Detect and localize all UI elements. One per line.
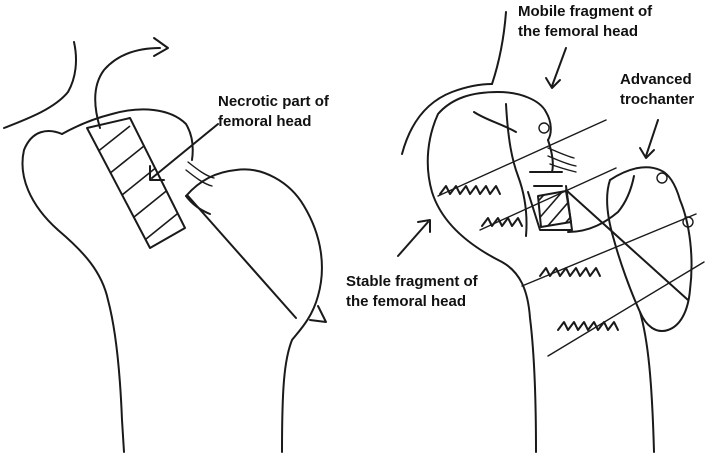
label-advanced: Advanced trochanter (620, 70, 694, 110)
advanced-leader-head (639, 147, 655, 159)
label-stable: Stable fragment of the femoral head (346, 272, 478, 312)
left-acetabulum (3, 41, 77, 129)
right-acetabulum-upper (491, 11, 507, 85)
right-shaft-lower (639, 311, 655, 453)
screw-thread-3 (539, 267, 601, 277)
right-head-pin (538, 122, 550, 134)
necrotic-leader (151, 123, 219, 179)
right-trochanter-split (565, 189, 689, 301)
right-acetabulum (401, 83, 493, 155)
right-wedge-hatch (538, 191, 571, 227)
label-stable-line-1: Stable fragment of (346, 273, 478, 290)
left-rotation-arrowhead (153, 37, 169, 57)
left-cut-mark-1 (187, 161, 215, 179)
right-cut-mark-1 (547, 147, 575, 159)
right-head-split (473, 111, 517, 133)
label-stable-line-2: the femoral head (346, 293, 467, 310)
left-necrotic-hatch (87, 118, 185, 248)
label-necrotic: Necrotic part of femoral head (218, 92, 329, 132)
label-necrotic-line-2: femoral head (218, 113, 312, 130)
right-fragment-line (505, 103, 528, 237)
left-rotation-arrow (94, 47, 161, 129)
left-displacement-arrowhead (309, 305, 327, 323)
right-neck (527, 139, 573, 231)
screw-thread-1 (439, 185, 501, 195)
screw-thread-4 (557, 321, 619, 331)
advanced-leader (645, 119, 659, 157)
necrotic-leader-head (149, 165, 165, 181)
mobile-leader-head (545, 77, 561, 89)
stable-leader (397, 221, 429, 257)
right-shaft-outline (567, 175, 635, 233)
screw-axis-1 (437, 119, 607, 197)
left-osteotomy-line (187, 195, 297, 319)
label-mobile-line-1: Mobile fragment of (518, 3, 653, 20)
left-cut-mark-2 (185, 169, 213, 187)
right-cut-mark-2 (547, 155, 577, 167)
left-necrotic-region (86, 117, 186, 249)
left-head-top (61, 108, 194, 161)
label-mobile-line-2: the femoral head (518, 23, 639, 40)
right-trochanter (606, 166, 693, 332)
label-advanced-line-2: trochanter (620, 91, 695, 108)
right-femur (397, 11, 705, 453)
right-cut-mark-3 (549, 163, 577, 173)
screw-axis-2 (479, 167, 617, 231)
screw-thread-2 (481, 217, 523, 227)
left-femur-outline (21, 130, 125, 453)
stable-leader-head (417, 219, 431, 233)
label-advanced-line-1: Advanced (620, 71, 692, 88)
right-head (426, 91, 552, 453)
mobile-leader (551, 47, 567, 87)
label-necrotic-line-1: Necrotic part of (218, 93, 329, 110)
left-trochanter (185, 168, 323, 453)
label-mobile: Mobile fragment of the femoral head (518, 2, 652, 42)
right-trochanter-pin (656, 172, 668, 184)
screw-axis-4 (547, 261, 705, 357)
right-wedge (537, 190, 572, 228)
